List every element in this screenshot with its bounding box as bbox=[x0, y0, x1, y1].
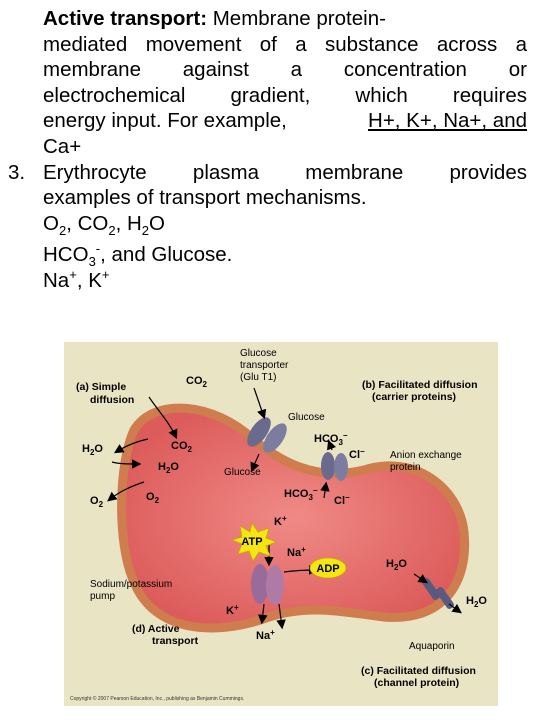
p1-line-4: electrochemical gradient, which requires bbox=[43, 83, 527, 107]
anion-exchange-label-1: Anion exchange bbox=[390, 450, 462, 461]
p1-line-1: Active transport: Membrane protein- bbox=[43, 7, 386, 30]
svg-text:HCO3−: HCO3− bbox=[284, 486, 318, 502]
list-number-3: 3. bbox=[8, 160, 26, 184]
label-b-line2: (carrier proteins) bbox=[372, 391, 456, 403]
p1-line-6: Ca+ bbox=[43, 135, 82, 158]
sodium-potassium-pump bbox=[251, 564, 284, 605]
glucose-in-label: Glucose bbox=[224, 467, 261, 478]
cations-line: Na+, K+ bbox=[43, 267, 110, 292]
svg-text:CO2: CO2 bbox=[171, 440, 193, 454]
glucose-out-label: Glucose bbox=[288, 412, 325, 423]
erythrocyte-transport-figure: ATP ADP (a) Simple diffusion (b) Facilit… bbox=[64, 342, 498, 706]
adp-oval bbox=[309, 557, 347, 579]
p1-line-2: mediated movement of a substance across … bbox=[43, 32, 527, 56]
label-d-line1: (d) Active bbox=[132, 623, 180, 635]
bicarbonate-line: HCO3-, and Glucose. bbox=[43, 241, 233, 270]
label-c-line1: (c) Facilitated diffusion bbox=[361, 665, 476, 677]
svg-text:CO2: CO2 bbox=[186, 375, 208, 389]
label-a-line1: (a) Simple bbox=[76, 381, 126, 393]
svg-text:H2O: H2O bbox=[386, 558, 407, 572]
glut1-label-1: Glucose bbox=[240, 348, 277, 359]
glut1-label-2: transporter bbox=[240, 360, 289, 371]
svg-text:HCO3−: HCO3− bbox=[314, 431, 348, 447]
svg-text:Cl−: Cl− bbox=[349, 447, 365, 461]
copyright-notice: Copyright © 2007 Pearson Education, Inc.… bbox=[70, 695, 244, 702]
aquaporin-label: Aquaporin bbox=[409, 641, 455, 652]
adp-label: ADP bbox=[316, 563, 339, 575]
erythrocyte-cell bbox=[117, 403, 470, 633]
pump-label-2: pump bbox=[90, 591, 115, 602]
glucose-transporter-protein bbox=[247, 417, 287, 453]
item3-line-1: Erythrocyte plasma membrane provides bbox=[43, 160, 527, 184]
gases-line: O2, CO2, H2O bbox=[43, 211, 165, 238]
label-c-line2: (channel protein) bbox=[374, 677, 459, 689]
label-b-line1: (b) Facilitated diffusion bbox=[362, 379, 478, 391]
label-d-line2: transport bbox=[152, 635, 199, 647]
anion-exchange-label-2: protein bbox=[390, 462, 421, 473]
active-transport-term: Active transport: bbox=[43, 7, 208, 30]
svg-text:Na+: Na+ bbox=[256, 628, 275, 642]
label-a-line2: diffusion bbox=[90, 394, 134, 406]
item3-line-2: examples of transport mechanisms. bbox=[43, 186, 367, 210]
glut1-label-3: (Glu T1) bbox=[240, 372, 277, 383]
atp-burst bbox=[230, 521, 278, 562]
svg-text:H2O: H2O bbox=[466, 595, 487, 609]
ion-examples-link: H+, K+, Na+, and bbox=[368, 109, 527, 133]
anion-exchange-protein bbox=[321, 452, 348, 481]
atp-label: ATP bbox=[241, 536, 262, 548]
svg-text:H2O: H2O bbox=[158, 461, 179, 475]
svg-text:H2O: H2O bbox=[82, 443, 103, 457]
figure-canvas: ATP ADP (a) Simple diffusion (b) Facilit… bbox=[70, 348, 487, 702]
pump-label-1: Sodium/potassium bbox=[90, 579, 172, 590]
aquaporin-channel bbox=[422, 578, 454, 609]
svg-text:O2: O2 bbox=[90, 495, 104, 509]
p1-line-5: energy input. For example, H+, K+, Na+, … bbox=[43, 109, 527, 133]
p1-line-3: membrane against a concentration or bbox=[43, 58, 527, 82]
